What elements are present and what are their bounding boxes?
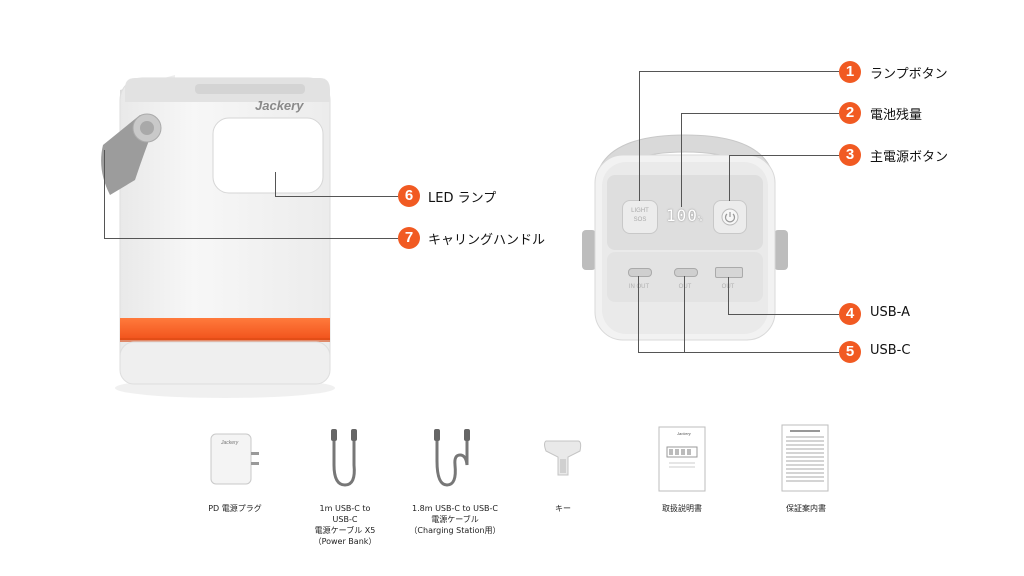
accessory-short-cable (325, 425, 365, 495)
front-logo: Jackery (255, 98, 304, 113)
callout-line-2-h (681, 113, 839, 114)
long-cable-icon (434, 429, 470, 487)
usb-a-port-label: OUT (711, 284, 745, 290)
accessory-label-key: キー (555, 504, 571, 513)
accessory-label-long-cable: 1.8m USB-C to USB-C 電源ケーブル （Charging Sta… (409, 504, 501, 535)
callout-line-5-h (638, 352, 839, 353)
callout-line-6-h (275, 196, 398, 197)
top-device (580, 130, 790, 345)
callout-label-battery-level: 電池残量 (870, 108, 923, 123)
power-adapter-icon: Jackery (210, 433, 259, 485)
accessory-label-power-adapter: PD 電源プラグ (208, 504, 262, 513)
usb-c-port-2-label: OUT (668, 284, 702, 290)
callout-label-carrying-handle: キャリングハンドル (428, 233, 546, 248)
callout-label-main-power-button: 主電源ボタン (870, 150, 949, 165)
accessory-label-manual: 取扱説明書 (662, 504, 702, 513)
front-device: Jackery (95, 70, 340, 400)
svg-text:Jackery: Jackery (676, 431, 692, 436)
front-device-illustration: Jackery (101, 75, 335, 398)
usb-a-port[interactable] (715, 267, 743, 278)
callout-badge-7: 7 (398, 227, 420, 249)
callout-line-7-h (104, 238, 398, 239)
accessory-long-cable (430, 425, 480, 495)
callout-line-5-v2 (684, 276, 685, 352)
callout-label-led-lamp: LED ランプ (428, 191, 497, 206)
callout-label-usb-a: USB-A (870, 305, 910, 320)
callout-label-usb-c: USB-C (870, 343, 911, 358)
short-cable-icon (331, 429, 357, 487)
callout-line-3-h (729, 155, 839, 156)
accessory-manual: Jackery (655, 425, 710, 493)
light-sos-button[interactable]: LIGHT SOS (622, 200, 658, 234)
callout-badge-6: 6 (398, 185, 420, 207)
accessory-label-warranty: 保証案内書 (786, 504, 826, 513)
power-icon (721, 208, 739, 226)
usb-c-port-2[interactable] (674, 268, 698, 277)
callout-line-4-h (728, 314, 839, 315)
usb-c-port-1[interactable] (628, 268, 652, 277)
key-icon (544, 440, 582, 476)
callout-badge-1: 1 (839, 61, 861, 83)
callout-line-5-v1 (638, 276, 639, 352)
callout-line-1-v (639, 71, 640, 201)
callout-badge-2: 2 (839, 102, 861, 124)
accessory-key (540, 435, 585, 485)
battery-display: 100% (666, 206, 711, 226)
callout-line-1-h (639, 71, 839, 72)
callout-label-lamp-button: ランプボタン (870, 67, 948, 82)
callout-line-3-v (729, 155, 730, 201)
callout-line-6-v (275, 172, 276, 196)
callout-badge-4: 4 (839, 303, 861, 325)
callout-badge-5: 5 (839, 341, 861, 363)
svg-text:Jackery: Jackery (220, 440, 239, 446)
battery-percent-value: 100 (666, 206, 698, 225)
sos-button-label: SOS (633, 217, 647, 223)
accessory-power-adapter: Jackery (205, 430, 265, 490)
callout-badge-3: 3 (839, 144, 861, 166)
power-button[interactable] (713, 200, 747, 234)
light-button-label: LIGHT (631, 208, 649, 214)
callout-line-4-v (728, 277, 729, 314)
callout-line-2-v (681, 113, 682, 207)
warranty-icon (781, 424, 829, 492)
manual-icon: Jackery (658, 426, 706, 492)
usb-c-port-1-label: IN OUT (628, 284, 650, 290)
accessory-warranty (778, 423, 833, 493)
callout-line-7-v (104, 150, 105, 238)
accessory-label-short-cable: 1m USB-C to USB-C 電源ケーブル X5 （Power Bank） (313, 504, 377, 546)
battery-percent-unit: % (697, 215, 704, 223)
